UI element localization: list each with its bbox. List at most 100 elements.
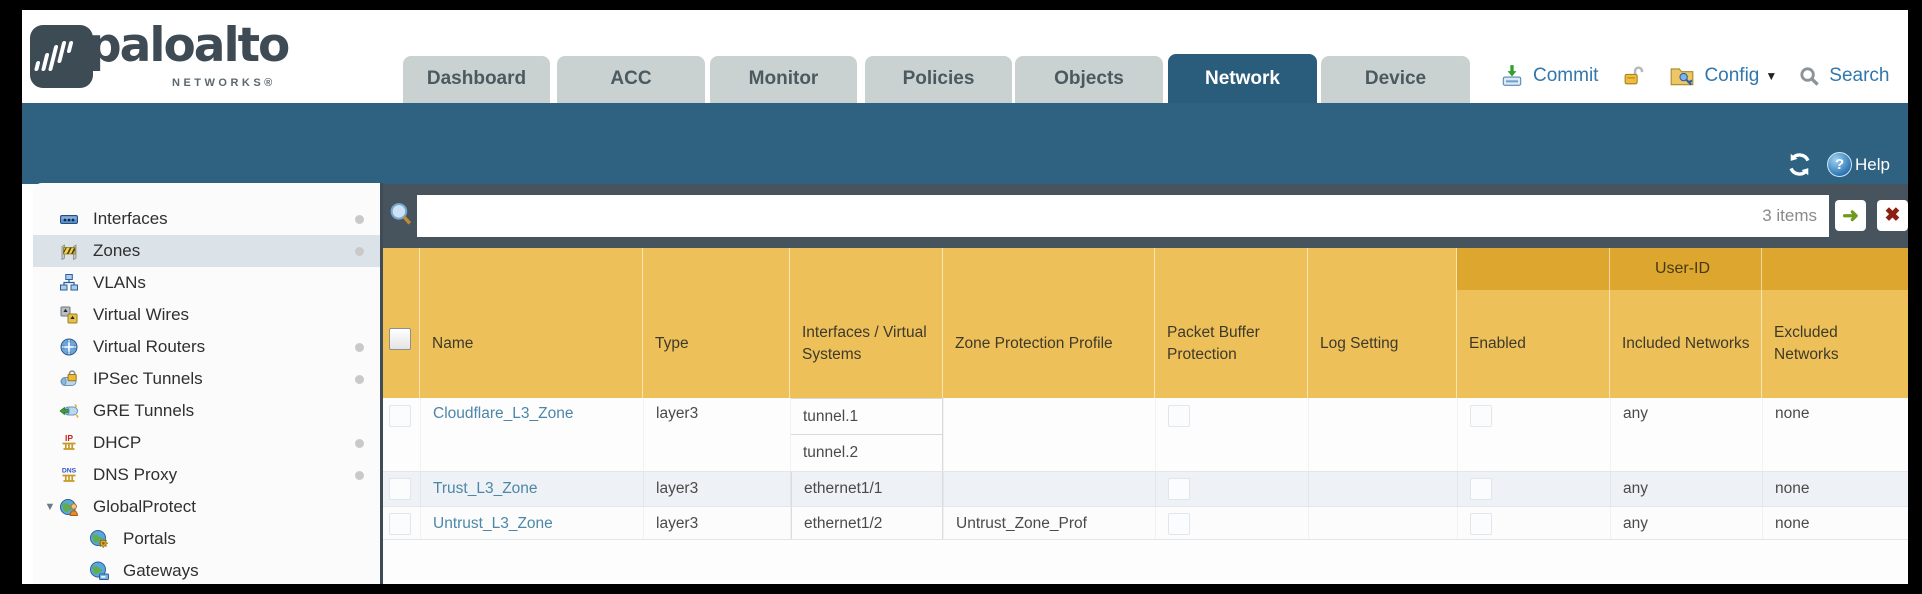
config-menu[interactable]: Config — [1704, 65, 1760, 86]
packet-buffer-checkbox[interactable] — [1168, 405, 1190, 427]
tab-dashboard[interactable]: Dashboard — [403, 56, 550, 103]
refresh-icon[interactable] — [1786, 151, 1813, 178]
tab-policies[interactable]: Policies — [865, 56, 1012, 103]
search-button[interactable]: Search — [1829, 65, 1890, 86]
packet-buffer-protection-cell — [1155, 507, 1308, 539]
sidebar-item-gateways[interactable]: Gateways — [33, 555, 380, 584]
packet-buffer-checkbox[interactable] — [1168, 478, 1190, 500]
interface-item: ethernet1/1 — [791, 472, 943, 506]
sidebar-item-ipsec-tunnels[interactable]: IPSec Tunnels — [33, 363, 380, 395]
packet-buffer-protection-cell — [1155, 398, 1308, 471]
vlans-icon — [59, 273, 85, 293]
packet-buffer-protection-cell — [1155, 472, 1308, 506]
sidebar-item-dhcp[interactable]: IP DHCP — [33, 427, 380, 459]
portals-icon — [89, 529, 115, 549]
zone-interfaces-cell: ethernet1/1 — [790, 472, 943, 506]
column-header-name[interactable]: Name — [420, 248, 643, 398]
interfaces-icon — [59, 209, 85, 229]
brand-sub-wordmark: NETWORKS® — [172, 77, 276, 89]
tab-acc[interactable]: ACC — [557, 56, 705, 103]
user-id-enabled-cell — [1457, 507, 1610, 539]
virtual-wires-icon — [59, 305, 85, 325]
tab-monitor[interactable]: Monitor — [710, 56, 857, 103]
tab-network[interactable]: Network — [1168, 54, 1317, 107]
virtual-routers-icon — [59, 337, 85, 357]
status-dot — [355, 374, 364, 384]
user-id-enabled-checkbox[interactable] — [1470, 513, 1492, 535]
chevron-down-icon[interactable]: ▼ — [1765, 69, 1778, 83]
filter-searchbox: 3 items — [417, 195, 1829, 237]
row-checkbox[interactable] — [389, 478, 411, 500]
table-row[interactable]: Trust_L3_Zone layer3 ethernet1/1 any non… — [383, 472, 1908, 507]
commit-button[interactable]: Commit — [1533, 65, 1599, 86]
column-header-interfaces[interactable]: Interfaces / Virtual Systems — [790, 248, 943, 398]
status-dot — [355, 246, 364, 256]
column-header-excluded-networks[interactable]: Excluded Networks — [1774, 323, 1839, 363]
sidebar-item-globalprotect[interactable]: ▼ GlobalProtect — [33, 491, 380, 523]
tab-device[interactable]: Device — [1321, 56, 1470, 103]
table-row[interactable]: Untrust_L3_Zone layer3 ethernet1/2 Untru… — [383, 507, 1908, 540]
column-header-log-setting[interactable]: Log Setting — [1308, 248, 1457, 398]
log-setting-cell — [1308, 398, 1457, 471]
sidebar-item-interfaces[interactable]: Interfaces — [33, 203, 380, 235]
sidebar-item-vlans[interactable]: VLANs — [33, 267, 380, 299]
user-id-enabled-cell — [1457, 398, 1610, 471]
zone-protection-profile-cell: Untrust_Zone_Prof — [943, 507, 1155, 539]
zones-table-body: Cloudflare_L3_Zone layer3 tunnel.1 tunne… — [383, 398, 1908, 540]
commit-icon — [1500, 64, 1524, 88]
filter-search-icon — [388, 201, 415, 233]
tab-objects[interactable]: Objects — [1015, 56, 1163, 103]
filter-input[interactable] — [417, 195, 1763, 237]
globalprotect-icon — [59, 497, 85, 517]
row-checkbox[interactable] — [389, 405, 411, 427]
apply-filter-button[interactable]: ➜ — [1835, 200, 1866, 231]
excluded-networks-cell: none — [1762, 398, 1908, 471]
sidebar-item-dns-proxy[interactable]: DNS DNS Proxy — [33, 459, 380, 491]
panos-window: paloalto NETWORKS® Dashboard ACC Monitor… — [22, 10, 1908, 584]
log-setting-cell — [1308, 507, 1457, 539]
status-dot — [355, 470, 364, 480]
sidebar-item-virtual-routers[interactable]: Virtual Routers — [33, 331, 380, 363]
help-button[interactable]: ? Help — [1827, 152, 1890, 177]
zone-type-cell: layer3 — [643, 472, 790, 506]
user-id-enabled-checkbox[interactable] — [1470, 405, 1492, 427]
column-header-included-networks[interactable]: Included Networks — [1610, 248, 1762, 398]
zone-name-link[interactable]: Untrust_L3_Zone — [433, 515, 553, 532]
column-header-select — [383, 248, 420, 398]
column-header-packet-buffer-protection[interactable]: Packet Buffer Protection — [1155, 248, 1308, 398]
network-sidebar: Interfaces Zones — [33, 183, 380, 584]
excluded-networks-cell: none — [1762, 507, 1908, 539]
expander-triangle-icon[interactable]: ▼ — [44, 501, 56, 513]
user-id-group-header: User-ID — [1457, 248, 1908, 290]
status-dot — [355, 342, 364, 352]
packet-buffer-checkbox[interactable] — [1168, 513, 1190, 535]
top-header: paloalto NETWORKS® Dashboard ACC Monitor… — [22, 10, 1908, 107]
included-networks-cell: any — [1610, 472, 1762, 506]
clear-filter-button[interactable]: ✖ — [1877, 200, 1908, 231]
brand-wordmark: paloalto — [88, 18, 290, 73]
sidebar-item-virtual-wires[interactable]: Virtual Wires — [33, 299, 380, 331]
zones-content: 3 items ➜ ✖ User-ID Name Type Interfaces… — [383, 184, 1908, 584]
column-header-type[interactable]: Type — [643, 248, 790, 398]
zone-name-link[interactable]: Cloudflare_L3_Zone — [433, 405, 574, 422]
help-label: Help — [1855, 154, 1890, 174]
item-count: 3 items — [1762, 206, 1817, 225]
row-checkbox[interactable] — [389, 513, 411, 535]
zone-type-cell: layer3 — [643, 507, 790, 539]
sidebar-item-portals[interactable]: Portals — [33, 523, 380, 555]
sidebar-item-zones[interactable]: Zones — [33, 235, 380, 267]
interface-item: tunnel.2 — [791, 435, 943, 471]
sidebar-item-gre-tunnels[interactable]: GRE Tunnels — [33, 395, 380, 427]
select-all-checkbox[interactable] — [389, 328, 411, 350]
sub-header-band: ? Help — [22, 103, 1908, 184]
ipsec-tunnels-icon — [59, 369, 85, 389]
zone-protection-profile-cell — [943, 398, 1155, 471]
column-header-enabled[interactable]: Enabled — [1457, 248, 1610, 398]
zone-name-link[interactable]: Trust_L3_Zone — [433, 480, 538, 497]
included-networks-cell: any — [1610, 398, 1762, 471]
lock-icon[interactable] — [1622, 65, 1645, 88]
table-row[interactable]: Cloudflare_L3_Zone layer3 tunnel.1 tunne… — [383, 398, 1908, 472]
column-header-zone-protection-profile[interactable]: Zone Protection Profile — [943, 248, 1155, 398]
search-icon — [1799, 66, 1820, 87]
user-id-enabled-checkbox[interactable] — [1470, 478, 1492, 500]
